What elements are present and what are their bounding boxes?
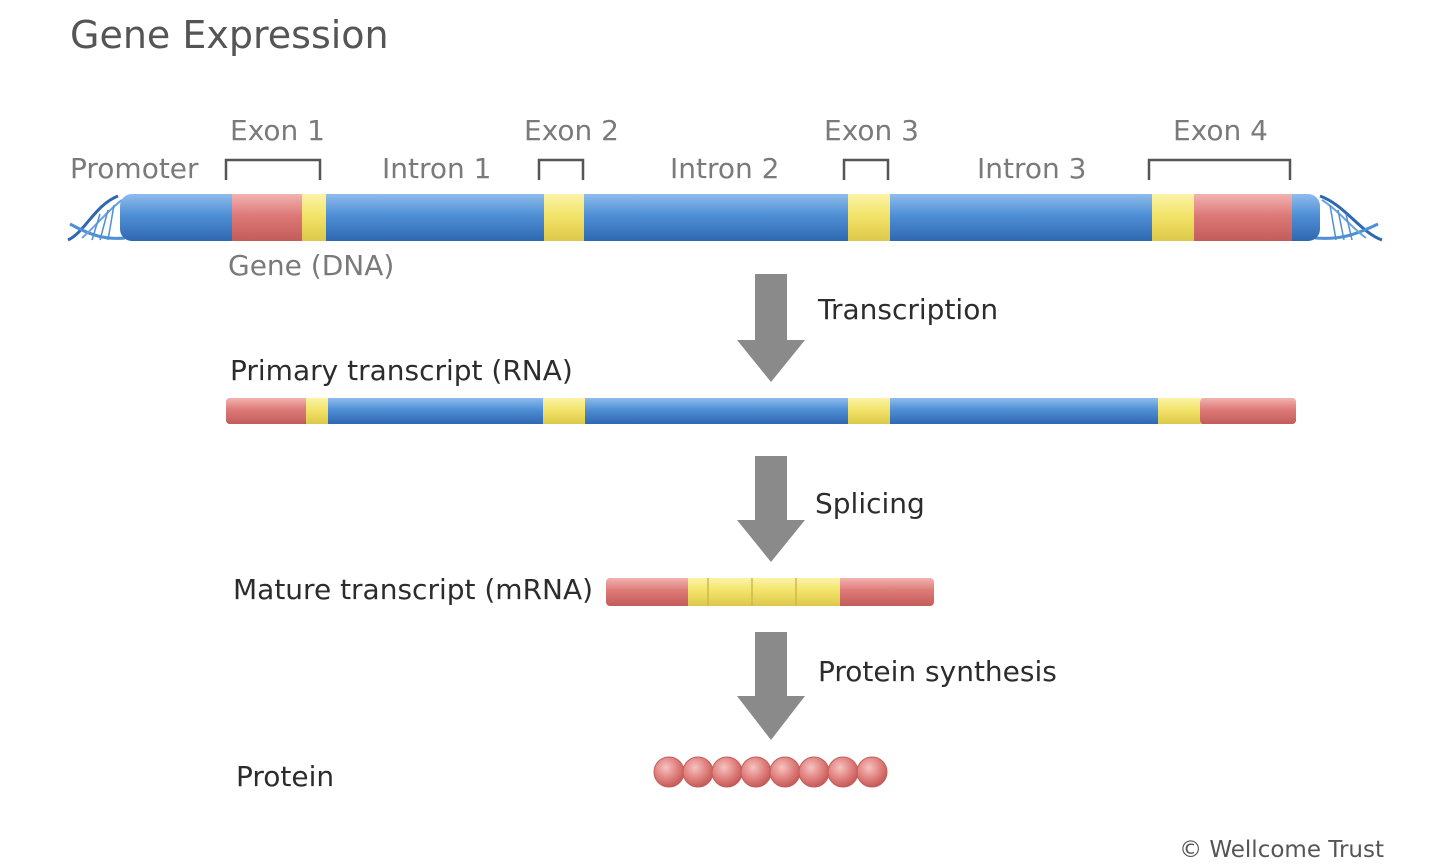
amino-acid-bead bbox=[682, 756, 714, 788]
intron2-label: Intron 2 bbox=[670, 152, 779, 185]
dna-exon3 bbox=[848, 194, 890, 241]
dna-exon1-utr bbox=[232, 194, 302, 241]
promoter-label: Promoter bbox=[70, 152, 199, 185]
exon2-bracket bbox=[537, 158, 585, 180]
amino-acid-bead bbox=[798, 756, 830, 788]
dna-exon4-utr bbox=[1194, 194, 1292, 241]
exon1-bracket bbox=[224, 158, 322, 180]
exon1-label: Exon 1 bbox=[230, 114, 325, 147]
dna-exon1-coding bbox=[302, 194, 326, 241]
exon-brackets bbox=[224, 158, 1292, 180]
intron3-label: Intron 3 bbox=[977, 152, 1086, 185]
amino-acid-bead bbox=[740, 756, 772, 788]
gene-dna-label: Gene (DNA) bbox=[228, 249, 394, 282]
rna-exon2 bbox=[543, 398, 585, 424]
copyright-credit: © Wellcome Trust bbox=[1179, 837, 1384, 863]
protein-synthesis-arrow-icon bbox=[737, 632, 805, 740]
exon4-bracket bbox=[1147, 158, 1292, 180]
protein-synthesis-label: Protein synthesis bbox=[818, 655, 1057, 688]
rna-exon4-coding bbox=[1158, 398, 1202, 424]
amino-acid-bead bbox=[653, 756, 685, 788]
exon3-bracket bbox=[842, 158, 890, 180]
amino-acid-bead bbox=[711, 756, 743, 788]
transcription-label: Transcription bbox=[817, 293, 998, 326]
amino-acid-bead bbox=[856, 756, 888, 788]
protein-bead-chain bbox=[653, 756, 888, 788]
splicing-arrow-icon bbox=[737, 456, 805, 562]
rna-exon1-coding bbox=[306, 398, 328, 424]
mature-transcript-label: Mature transcript (mRNA) bbox=[233, 573, 593, 606]
intron1-label: Intron 1 bbox=[382, 152, 491, 185]
exon3-label: Exon 3 bbox=[824, 114, 919, 147]
protein-label: Protein bbox=[236, 760, 334, 793]
rna-exon3 bbox=[848, 398, 890, 424]
amino-acid-bead bbox=[827, 756, 859, 788]
dna-exon4-coding bbox=[1152, 194, 1194, 241]
diagram-title: Gene Expression bbox=[70, 13, 389, 57]
splicing-label: Splicing bbox=[815, 487, 925, 520]
rna-backbone bbox=[226, 398, 1296, 424]
primary-transcript-label: Primary transcript (RNA) bbox=[230, 354, 573, 387]
exon4-label: Exon 4 bbox=[1173, 114, 1268, 147]
exon2-label: Exon 2 bbox=[524, 114, 619, 147]
transcription-arrow-icon bbox=[737, 274, 805, 382]
rna-exon1-utr bbox=[226, 398, 308, 424]
dna-exon2 bbox=[544, 194, 584, 241]
dna-backbone bbox=[120, 194, 1320, 241]
mrna-coding-region bbox=[688, 578, 840, 606]
dna-helix-right-icon bbox=[1314, 194, 1383, 242]
gene-dna-bar bbox=[120, 194, 1320, 241]
dna-helix-left-icon bbox=[67, 194, 126, 242]
rna-exon4-utr bbox=[1200, 398, 1296, 424]
amino-acid-bead bbox=[769, 756, 801, 788]
primary-transcript-bar bbox=[226, 398, 1296, 424]
mature-transcript-bar bbox=[606, 578, 934, 606]
